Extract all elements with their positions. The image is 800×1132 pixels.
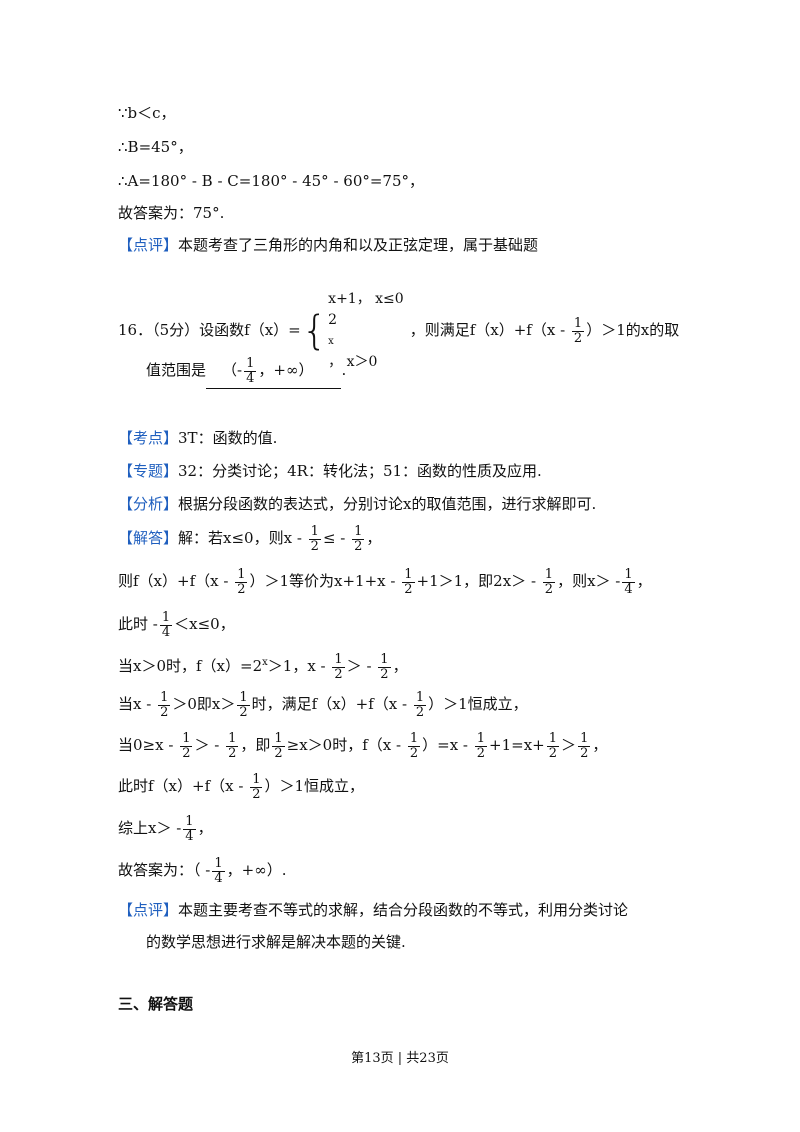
kaodian-tag: 【考点】 <box>118 429 179 447</box>
jieda-tag: 【解答】 <box>118 529 179 547</box>
comment-text: 本题考查了三角形的内角和以及正弦定理，属于基础题 <box>178 236 539 254</box>
line-therefore-B: ∴B=45°， <box>118 138 193 156</box>
zhuanti: 【专题】32：分类讨论；4R：转化法；51：函数的性质及应用. <box>118 462 542 480</box>
page-footer: 第13页 | 共23页 <box>351 1051 449 1066</box>
answer-value: 75°. <box>193 204 225 222</box>
fenxi-tag: 【分析】 <box>118 495 179 513</box>
comment-15: 【点评】本题考查了三角形的内角和以及正弦定理，属于基础题 <box>118 235 538 255</box>
line-because: ∵b＜c， <box>118 104 176 122</box>
zhuanti-tag: 【专题】 <box>118 462 179 480</box>
question-stem: （5分）设函数f（x）= <box>152 321 301 339</box>
range-prefix: 值范围是 <box>146 361 207 379</box>
section-heading: 三、解答题 <box>118 995 194 1013</box>
kaodian: 【考点】3T：函数的值. <box>118 429 278 447</box>
answer-label: 故答案为： <box>118 204 194 222</box>
answer-15: 故答案为：75°. <box>118 203 224 223</box>
fenxi: 【分析】根据分段函数的表达式，分别讨论x的取值范围，进行求解即可. <box>118 495 597 513</box>
question-number: 16． <box>118 321 153 339</box>
brace-icon: { <box>301 308 328 354</box>
comment-16-line1: 【点评】本题主要考查不等式的求解，结合分段函数的不等式，利用分类讨论 <box>118 901 629 919</box>
comment-16-line2: 的数学思想进行求解是解决本题的关键. <box>146 933 406 951</box>
question-condition-b: ）＞1的x的取 <box>586 321 680 339</box>
piece-1: x+1， x≤0 <box>328 291 404 307</box>
question-condition-a: ，则满足f（x）+f（x - <box>409 321 570 339</box>
comment-tag: 【点评】 <box>118 236 179 254</box>
comment-16-tag: 【点评】 <box>118 901 179 919</box>
line-therefore-A: ∴A=180° - B - C=180° - 45° - 60°=75°， <box>118 172 425 190</box>
